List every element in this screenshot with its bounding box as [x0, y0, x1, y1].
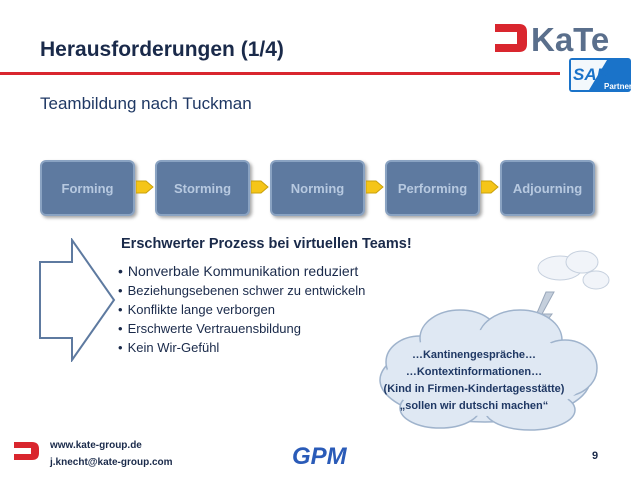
- sap-partner-text: Partner: [604, 82, 632, 91]
- phase-norming: Norming: [270, 160, 365, 216]
- thought-cloud: [379, 250, 610, 431]
- kate-logo-text: KaTe: [531, 21, 609, 58]
- arrow-right-icon: [481, 180, 499, 194]
- phase-performing: Performing: [385, 160, 480, 216]
- cloud-line: „sollen wir dutschi machen“: [399, 400, 549, 412]
- footer-website-link[interactable]: www.kate-group.de: [50, 440, 142, 451]
- cloud-text: …Kantinengespräche… …Kontextinformatione…: [374, 347, 574, 415]
- footer-email-link[interactable]: j.knecht@kate-group.com: [50, 457, 173, 468]
- slide-title: Herausforderungen (1/4): [40, 38, 284, 61]
- arrow-right-icon: [136, 180, 154, 194]
- small-cloud-icon: [537, 250, 610, 290]
- footer-contact: www.kate-group.de j.knecht@kate-group.co…: [50, 437, 173, 471]
- phase-storming: Storming: [155, 160, 250, 216]
- phase-adjourning: Adjourning: [500, 160, 595, 216]
- bullet-list: Nonverbale Kommunikation reduziert Bezie…: [118, 262, 366, 357]
- phase-forming: Forming: [40, 160, 135, 216]
- kate-mark-icon: [14, 442, 39, 460]
- cloud-line: …Kontextinformationen…: [405, 366, 543, 378]
- main-cloud-shape: [379, 309, 598, 431]
- bullet-item: Nonverbale Kommunikation reduziert: [118, 262, 365, 281]
- title-underline: [0, 72, 560, 75]
- bullet-item: Kein Wir-Gefühl: [118, 338, 365, 357]
- content-heading: Erschwerter Prozess bei virtuellen Teams…: [121, 236, 412, 252]
- page-number: 9: [592, 450, 599, 462]
- gpm-logo: GPM: [292, 443, 348, 468]
- bullet-item: Erschwerte Vertrauensbildung: [118, 319, 365, 338]
- gpm-logo-text: GPM: [292, 443, 348, 468]
- slide-subtitle: Teambildung nach Tuckman: [40, 94, 252, 113]
- kate-logo-mark: [495, 24, 527, 52]
- kate-logo: KaTe SAP Partner: [495, 21, 632, 92]
- arrow-right-icon: [251, 180, 269, 194]
- bullet-item: Beziehungsebenen schwer zu entwickeln: [118, 281, 366, 300]
- large-arrow-icon: [39, 238, 116, 362]
- sap-badge-text: SAP: [573, 65, 609, 84]
- cloud-line: (Kind in Firmen-Kindertagesstätte): [383, 383, 565, 395]
- arrow-right-icon: [366, 180, 384, 194]
- bullet-item: Konflikte lange verborgen: [118, 300, 365, 319]
- cloud-line: …Kantinengespräche…: [411, 349, 537, 361]
